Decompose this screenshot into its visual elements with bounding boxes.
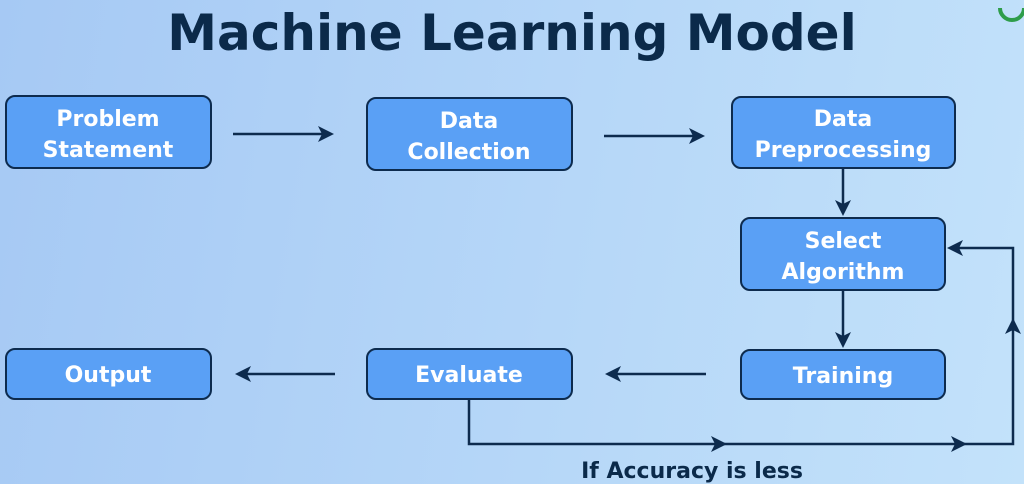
svg-text:Collection: Collection [407, 140, 530, 165]
node-data-preprocessing: Data Preprocessing [731, 96, 956, 169]
feedback-label: If Accuracy is less [581, 459, 803, 484]
node-evaluate: Evaluate [366, 348, 573, 400]
svg-text:Data: Data [440, 109, 498, 134]
arrow-collection-to-preprocessing [604, 128, 705, 144]
logo-icon [998, 7, 1024, 22]
svg-text:Output: Output [65, 363, 152, 388]
node-output: Output [5, 348, 212, 400]
arrow-evaluate-to-output [235, 366, 335, 382]
arrow-problem-to-collection [233, 126, 334, 142]
node-problem-statement: Problem Statement [5, 95, 212, 169]
node-training: Training [740, 349, 946, 400]
diagram-title: Machine Learning Model [167, 4, 856, 62]
node-select-algorithm: Select Algorithm [740, 217, 946, 291]
arrow-feedback-loop [467, 240, 1021, 452]
svg-text:Training: Training [793, 364, 893, 389]
svg-text:Preprocessing: Preprocessing [755, 138, 932, 163]
arrow-preprocessing-to-algorithm [835, 168, 851, 216]
svg-text:Select: Select [805, 229, 882, 254]
svg-text:Statement: Statement [43, 138, 174, 163]
svg-text:Data: Data [814, 107, 872, 132]
node-data-collection: Data Collection [366, 97, 573, 171]
arrow-training-to-evaluate [605, 366, 706, 382]
svg-text:Algorithm: Algorithm [782, 260, 905, 285]
svg-text:Problem: Problem [56, 107, 159, 132]
arrow-algorithm-to-training [835, 290, 851, 348]
svg-text:Evaluate: Evaluate [415, 363, 523, 388]
